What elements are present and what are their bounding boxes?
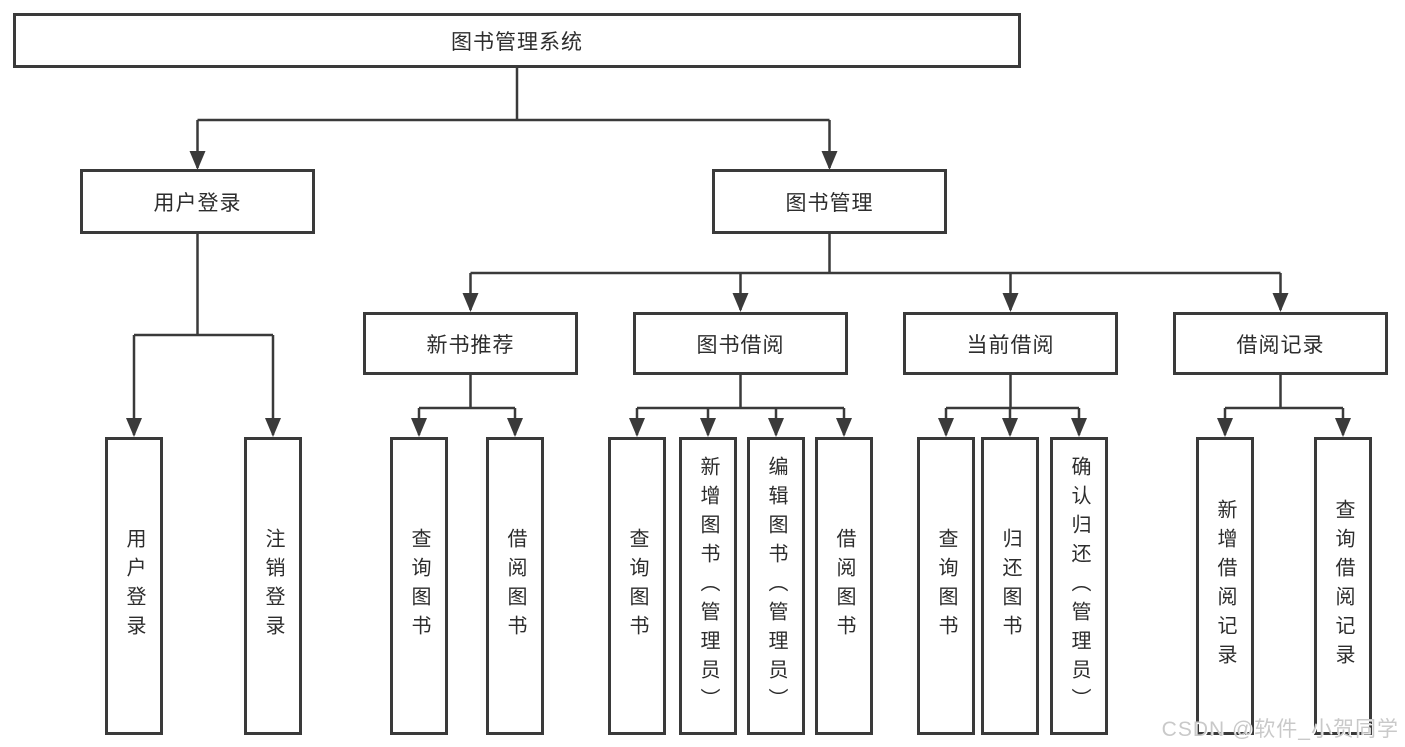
leaf-label: 借阅图书 bbox=[833, 528, 855, 644]
leaf-label: 借阅图书 bbox=[504, 528, 526, 644]
leaf-borrow-books: 借阅图书 bbox=[486, 437, 544, 735]
leaf-edit-books-admin: 编辑图书（管理员） bbox=[747, 437, 805, 735]
leaf-logout: 注销登录 bbox=[244, 437, 302, 735]
node-label: 图书管理系统 bbox=[451, 30, 583, 54]
leaf-label: 新增借阅记录 bbox=[1214, 499, 1236, 673]
node-label: 图书管理 bbox=[785, 191, 874, 215]
leaf-label: 查询图书 bbox=[626, 528, 648, 644]
node-label: 图书借阅 bbox=[696, 333, 785, 357]
leaf-return-books: 归还图书 bbox=[981, 437, 1039, 735]
node-user-login: 用户登录 bbox=[80, 169, 315, 234]
leaf-label: 新增图书（管理员） bbox=[697, 455, 719, 717]
leaf-query-books: 查询图书 bbox=[390, 437, 448, 735]
leaf-label: 用户登录 bbox=[123, 528, 145, 644]
node-label: 新书推荐 bbox=[426, 333, 515, 357]
node-label: 用户登录 bbox=[153, 191, 242, 215]
leaf-label: 归还图书 bbox=[999, 528, 1021, 644]
leaf-query-books: 查询图书 bbox=[917, 437, 975, 735]
leaf-add-books-admin: 新增图书（管理员） bbox=[679, 437, 737, 735]
node-library-management-system: 图书管理系统 bbox=[13, 13, 1021, 68]
leaf-label: 编辑图书（管理员） bbox=[765, 455, 787, 717]
node-borrow-records: 借阅记录 bbox=[1173, 312, 1388, 375]
leaf-add-borrow-record: 新增借阅记录 bbox=[1196, 437, 1254, 735]
leaf-user-login: 用户登录 bbox=[105, 437, 163, 735]
leaf-query-books: 查询图书 bbox=[608, 437, 666, 735]
node-book-management: 图书管理 bbox=[712, 169, 947, 234]
arrowheads bbox=[126, 151, 1351, 437]
leaf-confirm-return-admin: 确认归还（管理员） bbox=[1050, 437, 1108, 735]
leaf-label: 注销登录 bbox=[262, 528, 284, 644]
csdn-watermark: CSDN @软件_小贺同学 bbox=[1161, 718, 1399, 741]
node-label: 当前借阅 bbox=[966, 333, 1055, 357]
leaf-query-borrow-record: 查询借阅记录 bbox=[1314, 437, 1372, 735]
node-label: 借阅记录 bbox=[1236, 333, 1325, 357]
leaf-borrow-books: 借阅图书 bbox=[815, 437, 873, 735]
node-current-borrow: 当前借阅 bbox=[903, 312, 1118, 375]
leaf-label: 确认归还（管理员） bbox=[1068, 455, 1090, 717]
node-book-borrow: 图书借阅 bbox=[633, 312, 848, 375]
node-new-book-recommend: 新书推荐 bbox=[363, 312, 578, 375]
leaf-label: 查询图书 bbox=[408, 528, 430, 644]
leaf-label: 查询图书 bbox=[935, 528, 957, 644]
leaf-label: 查询借阅记录 bbox=[1332, 499, 1354, 673]
